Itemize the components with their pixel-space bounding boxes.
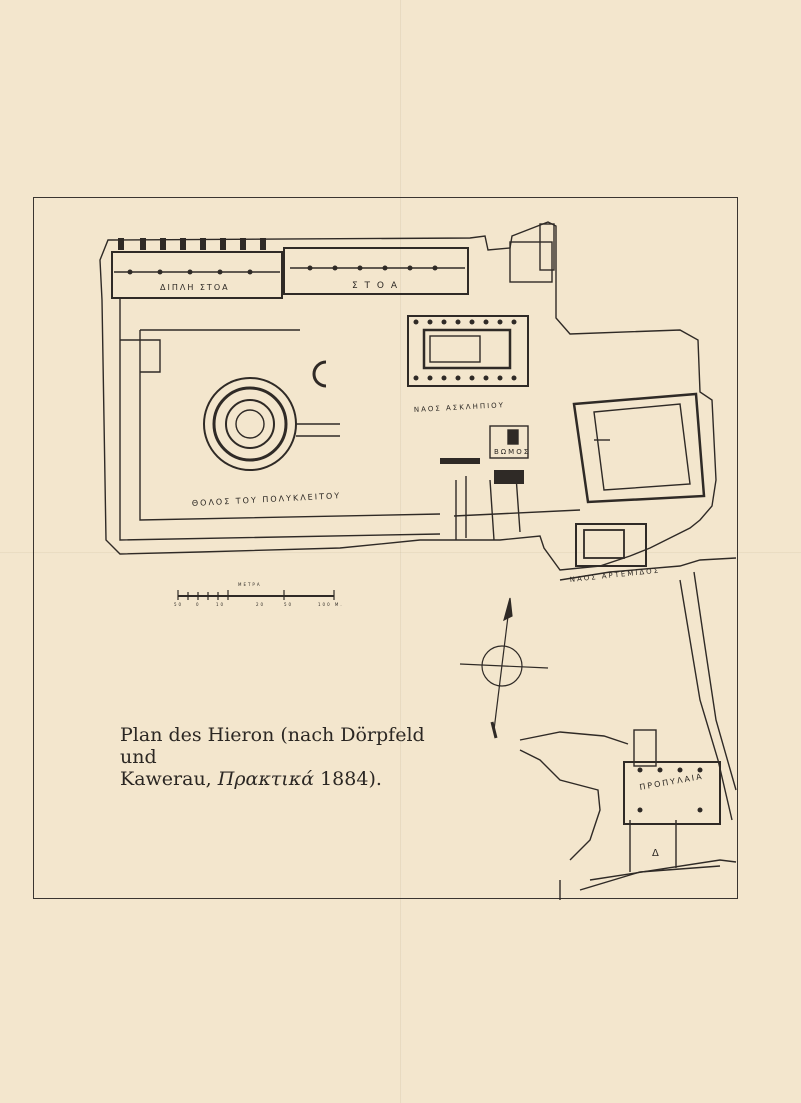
label-stoa: Σ Τ Ο Α — [352, 281, 399, 291]
caption-line-2-prefix: Kawerau, — [120, 768, 218, 790]
tholos-outer — [203, 377, 297, 471]
scale-bar — [177, 590, 335, 600]
paper-fold-horizontal — [0, 552, 801, 554]
label-tholos: ΘΟΛΟΣ ΤΟΥ ΠΟΛΥΚΛΕΙΤΟΥ — [192, 491, 342, 508]
label-double-stoa: ΔΙΠΛΗ ΣΤΟΑ — [160, 283, 230, 292]
double-stoa — [111, 251, 283, 299]
scale-tick-5: 100 Μ. — [318, 602, 344, 607]
precinct-inner-wall — [119, 298, 441, 541]
figure-caption: Plan des Hieron (nach Dörpfeld und Kawer… — [120, 724, 440, 790]
propylaia — [623, 761, 721, 825]
scale-tick-0: 50 — [174, 602, 183, 607]
scale-tick-2: 10 — [216, 602, 225, 607]
caption-greek-title: Πρακτικά — [217, 768, 315, 790]
map-frame — [33, 197, 738, 899]
paper-fold-vertical — [400, 0, 402, 1103]
label-altar: ΒΩΜΟΣ — [494, 448, 530, 456]
temple-artemis — [575, 523, 647, 567]
caption-line-2-suffix: 1884). — [314, 768, 382, 790]
altar — [489, 425, 529, 459]
caption-line-1: Plan des Hieron (nach Dörpfeld und — [120, 724, 425, 768]
enclosure-wall — [99, 221, 717, 571]
stoa-east — [283, 247, 469, 295]
east-court — [572, 392, 706, 504]
sacred-way — [679, 579, 733, 821]
wall-tower-north — [509, 241, 553, 283]
label-delta: Δ — [652, 848, 661, 859]
label-temple-artemis: ΝΑΟΣ ΑΡΤΕΜΙΔΟΣ — [569, 567, 660, 584]
scale-tick-3: 20 — [256, 602, 265, 607]
label-temple-asklepios: ΝΑΟΣ ΑΣΚΛΗΠΙΟΥ — [414, 401, 505, 414]
scale-tick-4: 50 — [284, 602, 293, 607]
temple-asklepios — [407, 315, 529, 387]
scale-tick-1: 0 — [196, 602, 201, 607]
north-arrow — [459, 597, 549, 739]
scale-title: ΜΕΤΡΑ — [238, 582, 262, 587]
label-propylaia: ΠΡΟΠΥΛΑΙΑ — [639, 772, 704, 792]
caption-line-2: Kawerau, Πρακτικά 1884). — [120, 768, 440, 790]
